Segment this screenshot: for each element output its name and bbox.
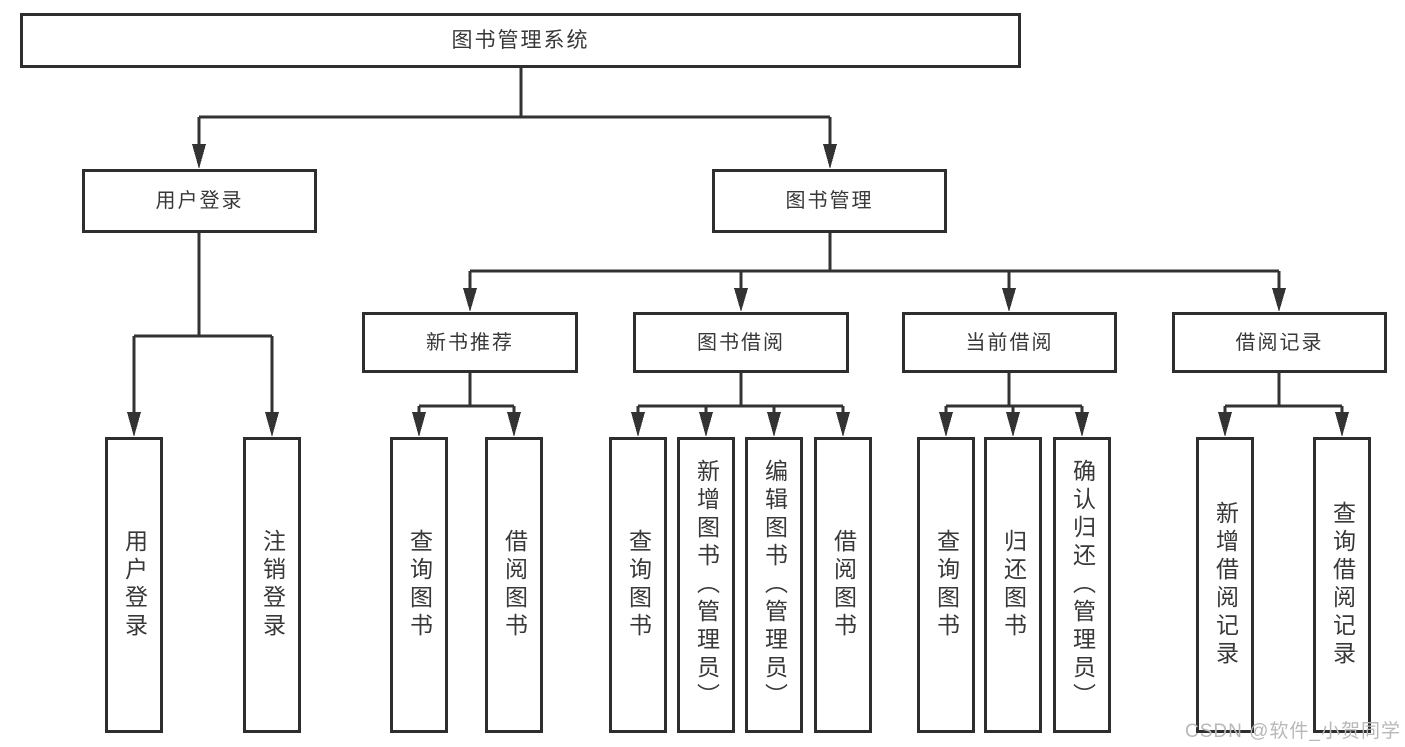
leaf-label: 查询图书 — [933, 529, 960, 641]
arrow-down-icon — [127, 412, 141, 437]
leaf-label: 借阅图书 — [830, 529, 857, 641]
leaf-label: 归还图书 — [1000, 529, 1027, 641]
csdn-watermark: CSDN @软件_小贺同学 — [1185, 721, 1401, 742]
leaf-edit-book-admin: 编辑图书（管理员） — [745, 437, 803, 733]
leaf-borrow-books-recommend: 借阅图书 — [485, 437, 543, 733]
node-label: 当前借阅 — [965, 331, 1054, 354]
leaf-label: 用户登录 — [121, 529, 148, 641]
node-book-management: 图书管理 — [712, 169, 947, 233]
connector-new-book-to-leaves — [412, 373, 521, 437]
arrow-down-icon — [836, 412, 850, 437]
node-library-management-system: 图书管理系统 — [20, 13, 1021, 68]
node-new-book-recommendation: 新书推荐 — [362, 312, 578, 373]
node-user-login: 用户登录 — [82, 169, 317, 233]
arrow-down-icon — [1002, 288, 1016, 312]
arrow-down-icon — [1075, 412, 1089, 437]
node-label: 图书管理 — [785, 190, 874, 212]
node-book-borrowing: 图书借阅 — [633, 312, 849, 373]
node-label: 借阅记录 — [1235, 331, 1324, 354]
node-borrowing-records: 借阅记录 — [1172, 312, 1387, 373]
leaf-query-books-recommend: 查询图书 — [390, 437, 448, 733]
leaf-label: 注销登录 — [259, 529, 286, 641]
connector-borrowing-records-to-leaves — [1218, 373, 1349, 437]
connector-current-borrowing-to-leaves — [939, 373, 1089, 437]
leaf-label: 确认归还（管理员） — [1069, 459, 1096, 711]
leaf-query-books-borrowing: 查询图书 — [609, 437, 667, 733]
leaf-logout: 注销登录 — [243, 437, 301, 733]
leaf-query-borrow-record: 查询借阅记录 — [1313, 437, 1371, 733]
arrow-down-icon — [823, 144, 837, 169]
arrow-down-icon — [1272, 288, 1286, 312]
arrow-down-icon — [939, 412, 953, 437]
leaf-label: 新增借阅记录 — [1212, 501, 1239, 669]
node-label: 图书借阅 — [697, 331, 785, 354]
leaf-confirm-return-admin: 确认归还（管理员） — [1053, 437, 1111, 733]
leaf-label: 查询借阅记录 — [1329, 501, 1356, 669]
arrow-down-icon — [507, 412, 521, 437]
leaf-label: 新增图书（管理员） — [693, 459, 720, 711]
leaf-add-book-admin: 新增图书（管理员） — [677, 437, 735, 733]
connector-user-login-to-leaves — [127, 233, 279, 437]
arrow-down-icon — [699, 412, 713, 437]
arrow-down-icon — [463, 288, 477, 312]
arrow-down-icon — [1335, 412, 1349, 437]
arrow-down-icon — [631, 412, 645, 437]
connector-book-management-to-level3 — [463, 233, 1286, 312]
arrow-down-icon — [1006, 412, 1020, 437]
arrow-down-icon — [1218, 412, 1232, 437]
arrow-down-icon — [734, 288, 748, 312]
leaf-add-borrow-record: 新增借阅记录 — [1196, 437, 1254, 733]
leaf-label: 编辑图书（管理员） — [761, 459, 788, 711]
arrow-down-icon — [265, 412, 279, 437]
node-current-borrowing: 当前借阅 — [902, 312, 1117, 373]
connector-book-borrowing-to-leaves — [631, 373, 850, 437]
leaf-label: 查询图书 — [625, 529, 652, 641]
arrow-down-icon — [767, 412, 781, 437]
arrow-down-icon — [192, 144, 206, 169]
leaf-label: 借阅图书 — [501, 529, 528, 641]
node-label: 用户登录 — [155, 190, 244, 212]
leaf-return-books: 归还图书 — [984, 437, 1042, 733]
node-label: 新书推荐 — [426, 331, 514, 354]
connector-root-to-level2 — [192, 68, 837, 169]
leaf-user-login: 用户登录 — [105, 437, 163, 733]
leaf-borrow-books: 借阅图书 — [814, 437, 872, 733]
arrow-down-icon — [412, 412, 426, 437]
node-label: 图书管理系统 — [451, 29, 590, 52]
leaf-query-books-current: 查询图书 — [917, 437, 975, 733]
leaf-label: 查询图书 — [406, 529, 433, 641]
